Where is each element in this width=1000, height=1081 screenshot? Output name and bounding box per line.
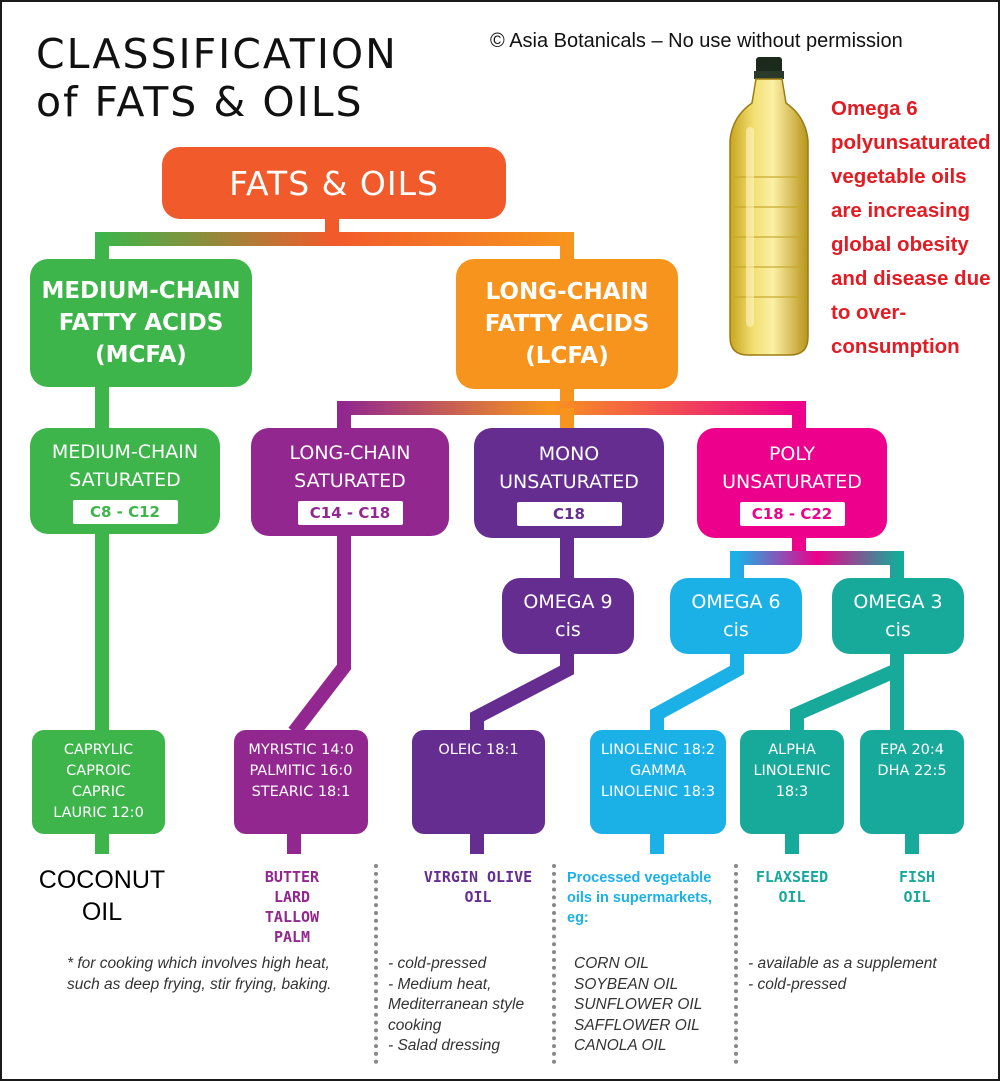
separator-2 bbox=[552, 864, 556, 1064]
separator-1 bbox=[374, 864, 378, 1064]
linolenic-box: LINOLENIC 18:2 GAMMA LINOLENIC 18:3 bbox=[590, 730, 726, 834]
flaxseed-oil-label: FLAXSEED OIL bbox=[755, 868, 829, 906]
mono-unsaturated-node: MONO UNSATURATED C18 bbox=[474, 428, 664, 538]
omega-3-node: OMEGA 3 cis bbox=[832, 578, 964, 654]
poly-label: POLY UNSATURATED bbox=[722, 443, 862, 493]
processed-oils-list: CORN OIL SOYBEAN OIL SUNFLOWER OIL SAFFL… bbox=[574, 955, 703, 1054]
flaxseed-note: - available as a supplement - cold-press… bbox=[748, 955, 937, 993]
coconut-fatty-acids-box: CAPRYLIC CAPROIC CAPRIC LAURIC 12:0 bbox=[32, 730, 165, 834]
mcfa-label: MEDIUM-CHAIN FATTY ACIDS (MCFA) bbox=[41, 278, 241, 368]
omega-6-node: OMEGA 6 cis bbox=[670, 578, 802, 654]
mcfa-node: MEDIUM-CHAIN FATTY ACIDS (MCFA) bbox=[30, 259, 252, 387]
processed-oils-label: Processed vegetable oils in supermarkets… bbox=[567, 870, 713, 926]
coconut-oil-label: COCONUT OIL bbox=[38, 866, 166, 926]
poly-unsaturated-node: POLY UNSATURATED C18 - C22 bbox=[697, 428, 887, 538]
title-line-2: of FATS & OILS bbox=[36, 78, 364, 126]
fats-oils-root-node: FATS & OILS bbox=[162, 147, 506, 219]
omega-6-label: OMEGA 6 cis bbox=[691, 591, 781, 641]
mono-range-badge: C18 bbox=[516, 502, 622, 526]
lcfa-label: LONG-CHAIN FATTY ACIDS (LCFA) bbox=[484, 279, 650, 369]
poly-range-badge: C18 - C22 bbox=[739, 502, 845, 526]
alpha-linolenic-box: ALPHA LINOLENIC 18:3 bbox=[740, 730, 844, 834]
copyright-notice: © Asia Botanicals – No use without permi… bbox=[490, 30, 903, 52]
fish-oil-label: FISH OIL bbox=[898, 868, 936, 906]
separator-3 bbox=[734, 864, 738, 1064]
lcfa-node: LONG-CHAIN FATTY ACIDS (LCFA) bbox=[456, 259, 678, 389]
butter-lard-label: BUTTER LARD TALLOW PALM bbox=[264, 868, 320, 946]
epa-dha-box: EPA 20:4 DHA 22:5 bbox=[860, 730, 964, 834]
title-line-1: CLASSIFICATION bbox=[36, 30, 398, 78]
saturated-fatty-acids-box: MYRISTIC 14:0 PALMITIC 16:0 STEARIC 18:1 bbox=[234, 730, 368, 834]
oleic-box: OLEIC 18:1 bbox=[412, 730, 545, 834]
root-label: FATS & OILS bbox=[229, 163, 439, 203]
omega-9-label: OMEGA 9 cis bbox=[523, 591, 613, 641]
oil-bottle-image bbox=[729, 57, 809, 356]
warning-text: Omega 6 polyunsaturated vegetable oils a… bbox=[831, 97, 991, 358]
long-chain-saturated-node: LONG-CHAIN SATURATED C14 - C18 bbox=[251, 428, 449, 536]
omega-3-label: OMEGA 3 cis bbox=[853, 591, 943, 641]
lc-saturated-label: LONG-CHAIN SATURATED bbox=[289, 442, 411, 492]
medium-chain-saturated-node: MEDIUM-CHAIN SATURATED C8 - C12 bbox=[30, 428, 220, 534]
mono-label: MONO UNSATURATED bbox=[499, 443, 639, 493]
mc-saturated-label: MEDIUM-CHAIN SATURATED bbox=[51, 441, 199, 491]
omega-9-node: OMEGA 9 cis bbox=[502, 578, 634, 654]
olive-note: - cold-pressed - Medium heat, Mediterran… bbox=[388, 955, 525, 1054]
virgin-olive-oil-label: VIRGIN OLIVE OIL bbox=[423, 868, 533, 906]
mc-saturated-range-badge: C8 - C12 bbox=[72, 500, 178, 524]
coconut-note: * for cooking which involves high heat, … bbox=[67, 955, 332, 993]
lc-saturated-range-badge: C14 - C18 bbox=[297, 501, 403, 525]
